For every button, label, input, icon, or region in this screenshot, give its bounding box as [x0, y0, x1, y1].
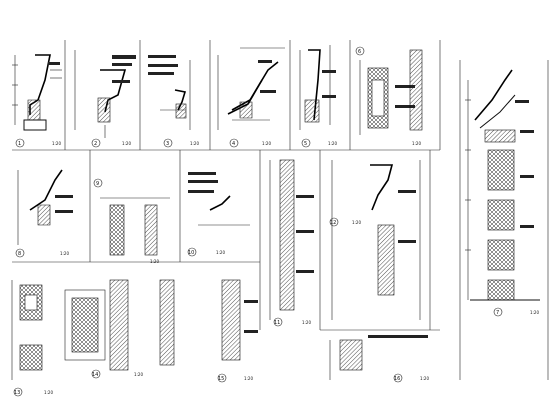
- svg-text:1:20: 1:20: [302, 320, 311, 325]
- panel-11-drawing: [269, 159, 314, 320]
- panel-3-drawing: [148, 55, 191, 130]
- panel-14-drawing: [64, 279, 175, 371]
- svg-text:5: 5: [304, 141, 307, 147]
- svg-text:12: 12: [330, 220, 336, 226]
- svg-text:1:20: 1:20: [60, 251, 69, 256]
- panel-8-drawing: [17, 169, 73, 245]
- panel-14-caption: 14 1:20: [91, 369, 143, 379]
- panel-5-caption: 5 1:20: [301, 138, 337, 148]
- panel-13-drawing: [11, 280, 43, 380]
- panel-15-drawing: [221, 279, 258, 361]
- svg-text:8: 8: [18, 251, 21, 257]
- panel-4-caption: 4 1:20: [229, 138, 271, 148]
- svg-text:1:20: 1:20: [134, 372, 143, 377]
- panel-2-drawing: [74, 50, 136, 138]
- panel-16-caption: 16 1:20: [393, 373, 429, 383]
- svg-text:3: 3: [166, 141, 169, 147]
- svg-text:1:20: 1:20: [44, 390, 53, 395]
- panel-7-caption: 7 1:20: [493, 307, 539, 317]
- panel-3-caption: 3 1:20: [163, 138, 199, 148]
- svg-text:13: 13: [14, 390, 20, 396]
- panel-9-drawing: 9 1:20: [93, 178, 170, 264]
- panel-12-drawing: [331, 160, 421, 320]
- svg-text:6: 6: [358, 49, 361, 55]
- svg-text:9: 9: [96, 181, 99, 187]
- svg-text:1:20: 1:20: [420, 376, 429, 381]
- panel-6-drawing: 6 1:20: [355, 46, 423, 146]
- svg-text:11: 11: [274, 320, 280, 326]
- svg-text:10: 10: [188, 250, 194, 256]
- panel-7-drawing: [459, 60, 549, 380]
- panel-4-drawing: [217, 47, 285, 130]
- svg-text:15: 15: [218, 376, 224, 382]
- panel-5-drawing: [299, 45, 336, 130]
- svg-text:1:20: 1:20: [122, 141, 131, 146]
- svg-text:4: 4: [232, 141, 235, 147]
- panel-1-drawing: [12, 54, 62, 131]
- panel-8-caption: 8 1:20: [15, 248, 69, 258]
- panel-16-drawing: [329, 335, 428, 380]
- svg-text:7: 7: [496, 310, 499, 316]
- panel-13-caption: 13 1:20: [13, 387, 53, 397]
- svg-text:14: 14: [92, 372, 98, 378]
- svg-text:1:20: 1:20: [216, 250, 225, 255]
- panel-2-caption: 2 1:20: [91, 138, 131, 148]
- svg-text:1:20: 1:20: [52, 141, 61, 146]
- panel-15-caption: 15 1:20: [217, 373, 253, 383]
- svg-text:16: 16: [394, 376, 400, 382]
- svg-text:1: 1: [18, 141, 21, 147]
- svg-text:1:20: 1:20: [352, 220, 361, 225]
- panel-10-drawing: [188, 172, 250, 226]
- svg-text:1:20: 1:20: [190, 141, 199, 146]
- svg-text:1:20: 1:20: [262, 141, 271, 146]
- svg-text:1:20: 1:20: [150, 259, 159, 264]
- panel-1-caption: 1 1:20: [15, 138, 61, 148]
- panel-10-caption: 10 1:20: [187, 247, 225, 257]
- svg-text:1:20: 1:20: [412, 141, 421, 146]
- panel-12-caption: 12 1:20: [329, 217, 361, 227]
- panel-11-caption: 11 1:20: [273, 317, 311, 327]
- svg-text:1:20: 1:20: [328, 141, 337, 146]
- svg-text:1:20: 1:20: [530, 310, 539, 315]
- svg-text:1:20: 1:20: [244, 376, 253, 381]
- svg-text:2: 2: [94, 141, 97, 147]
- panel-borders: [12, 40, 441, 331]
